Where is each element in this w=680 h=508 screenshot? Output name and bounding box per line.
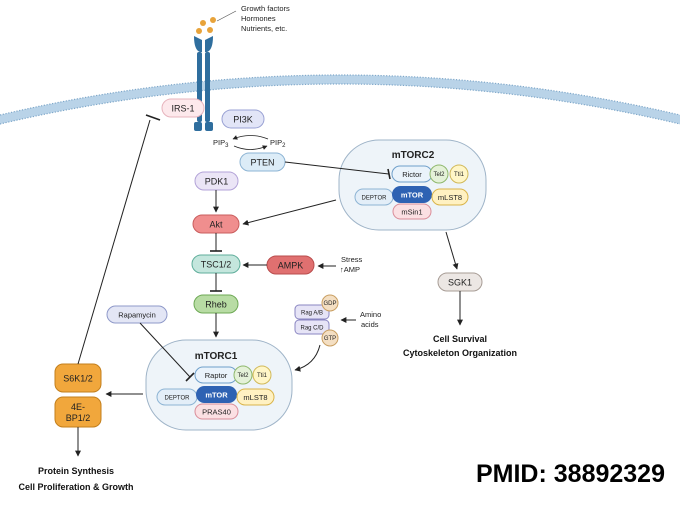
svg-text:Akt: Akt (209, 220, 223, 230)
mtorc2-outcome-line2: Cytoskeleton Organization (403, 348, 517, 358)
svg-text:Rag C/D: Rag C/D (300, 326, 324, 332)
mtorc1-deptor: DEPTOR (165, 396, 191, 402)
mtorc1-mlst8: mLST8 (243, 393, 267, 402)
svg-text:Rag A/B: Rag A/B (301, 311, 323, 317)
svg-text:IRS-1: IRS-1 (171, 104, 194, 114)
mtorc2-tti1: Tti1 (454, 172, 465, 178)
stress-label: Stress (341, 255, 363, 264)
pip2-label: PIP2 (270, 138, 286, 149)
stimulus-nutrients: Nutrients, etc. (241, 24, 287, 33)
mtorc1-complex: mTORC1 Raptor Tel2 Tti1 DEPTOR mTOR mLST… (145, 339, 293, 431)
ampk-node: AMPK (266, 255, 315, 275)
pmid-label: PMID: 38892329 (476, 460, 665, 488)
stimuli-pointer (216, 10, 237, 22)
mtorc2-outcome-line1: Cell Survival (433, 334, 487, 344)
pdk1-node: PDK1 (194, 171, 239, 191)
gtp-node: GTP (321, 329, 339, 347)
svg-text:PTEN: PTEN (250, 158, 274, 168)
ligand-molecules (196, 17, 216, 34)
tsc12-node: TSC1/2 (191, 254, 241, 274)
stimulus-growth-factors: Growth factors (241, 4, 290, 13)
svg-text:BP1/2: BP1/2 (66, 413, 91, 423)
rapamycin-inhibits-mtorc1-bar (185, 372, 195, 382)
s6k-inhibits-irs1-bar (145, 114, 161, 121)
svg-text:AMPK: AMPK (278, 261, 304, 271)
rapamycin-inhibits-mtorc1-line (139, 322, 191, 378)
amp-label: ↑AMP (340, 265, 360, 274)
mtorc2-complex: mTORC2 Rictor Tel2 Tti1 DEPTOR mTOR mLST… (338, 139, 487, 231)
rag-ab-node: Rag A/B (294, 304, 330, 320)
rag-to-mtorc1-arrow (294, 344, 321, 372)
mtorc2-deptor: DEPTOR (362, 196, 388, 202)
cell-membrane (0, 74, 680, 125)
mtorc1-tel2: Tel2 (237, 373, 249, 379)
pip3-to-pip2-arrow (233, 145, 268, 150)
rheb-node: Rheb (193, 294, 239, 314)
pathway-connectors (75, 114, 463, 457)
sgk1-node: SGK1 (437, 272, 483, 292)
pten-node: PTEN (239, 152, 286, 172)
pten-inhibits-mtorc2-line (284, 161, 390, 175)
svg-text:PIP3: PIP3 (213, 138, 229, 149)
mtorc1-tti1: Tti1 (257, 373, 268, 379)
s6k-inhibits-irs1-line (77, 119, 151, 365)
svg-text:GDP: GDP (323, 301, 336, 307)
mtorc2-to-akt-arrow (242, 199, 337, 226)
mtorc2-mtor: mTOR (401, 191, 424, 200)
s6k12-node: S6K1/2 (54, 363, 102, 393)
mtorc1-title: mTORC1 (195, 351, 238, 362)
mtorc2-msin1: mSin1 (401, 208, 422, 217)
svg-text:Rheb: Rheb (205, 300, 227, 310)
mtorc1-raptor: Raptor (205, 371, 228, 380)
rapamycin-node: Rapamycin (106, 305, 168, 324)
stimulus-hormones: Hormones (241, 14, 276, 23)
mtorc2-rictor: Rictor (402, 170, 422, 179)
pten-inhibits-mtorc2-bar (387, 168, 391, 180)
4ebp12-node: 4E- BP1/2 (54, 396, 102, 428)
svg-text:GTP: GTP (324, 336, 336, 342)
mtorc2-to-sgk1-arrow (445, 231, 459, 270)
svg-text:TSC1/2: TSC1/2 (201, 260, 232, 270)
svg-text:PI3K: PI3K (233, 115, 253, 125)
svg-text:Rapamycin: Rapamycin (118, 311, 156, 320)
mtorc1-mtor: mTOR (205, 391, 228, 400)
pip3-label: PIP3 (213, 138, 229, 149)
mtorc2-title: mTORC2 (392, 150, 435, 161)
mtorc1-outcome-line2: Cell Proliferation & Growth (18, 482, 133, 492)
rag-cd-node: Rag C/D (294, 319, 330, 335)
mtorc1-pras40: PRAS40 (202, 408, 231, 417)
irs1-node: IRS-1 (161, 98, 205, 118)
svg-text:S6K1/2: S6K1/2 (63, 374, 93, 384)
svg-text:PIP2: PIP2 (270, 138, 286, 149)
gdp-node: GDP (321, 294, 339, 312)
pip2-to-pip3-arrow (232, 135, 269, 140)
svg-text:PDK1: PDK1 (205, 177, 229, 187)
mtorc2-tel2: Tel2 (433, 172, 445, 178)
amino-acids-label-line2: acids (361, 320, 379, 329)
pi3k-node: PI3K (221, 109, 265, 129)
amino-acids-label-line1: Amino (360, 310, 381, 319)
mtorc1-outcome-line1: Protein Synthesis (38, 466, 114, 476)
svg-text:4E-: 4E- (71, 402, 85, 412)
mtorc2-mlst8: mLST8 (438, 193, 462, 202)
akt-node: Akt (192, 214, 240, 234)
svg-text:SGK1: SGK1 (448, 278, 472, 288)
